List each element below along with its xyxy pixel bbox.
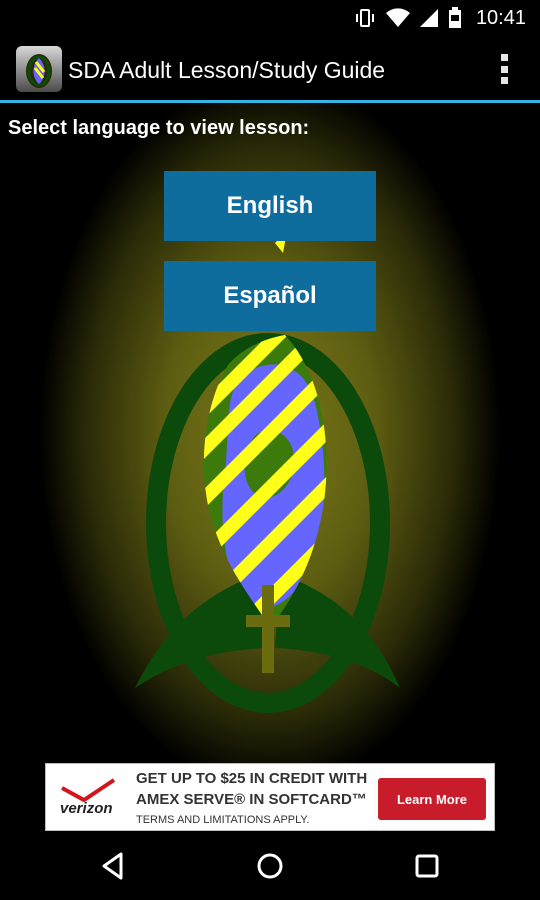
ad-brand: verizon [60, 800, 113, 817]
home-icon[interactable] [253, 849, 287, 883]
sda-emblem-logo [25, 103, 515, 803]
navigation-bar [0, 831, 540, 900]
select-language-prompt: Select language to view lesson: [8, 117, 310, 139]
ad-disclaimer: TERMS AND LIMITATIONS APPLY. [136, 814, 310, 826]
ad-headline-line1: GET UP TO $25 IN CREDIT WITH [136, 770, 368, 787]
verizon-check-logo [61, 778, 116, 803]
battery-icon [448, 7, 462, 29]
ad-banner[interactable]: verizon GET UP TO $25 IN CREDIT WITH AME… [45, 763, 495, 831]
wifi-icon [385, 8, 410, 28]
vibrate-icon [354, 8, 376, 28]
overflow-menu-icon[interactable] [492, 52, 516, 86]
recents-icon[interactable] [410, 849, 444, 883]
espanol-button[interactable]: Español [164, 261, 376, 331]
app-bar: SDA Adult Lesson/Study Guide [0, 36, 540, 103]
status-icons: 10:41 [354, 0, 526, 36]
app-title: SDA Adult Lesson/Study Guide [68, 57, 386, 83]
main-content: Select language to view lesson: English … [0, 103, 540, 831]
back-icon[interactable] [96, 849, 130, 883]
english-button[interactable]: English [164, 171, 376, 241]
signal-icon [419, 8, 438, 28]
learn-more-button[interactable]: Learn More [378, 778, 486, 820]
status-bar: 10:41 [0, 0, 540, 36]
ad-headline-line2: AMEX SERVE® IN SOFTCARD™ [136, 791, 367, 808]
sda-logo-icon[interactable] [16, 46, 62, 92]
status-time: 10:41 [475, 6, 526, 29]
